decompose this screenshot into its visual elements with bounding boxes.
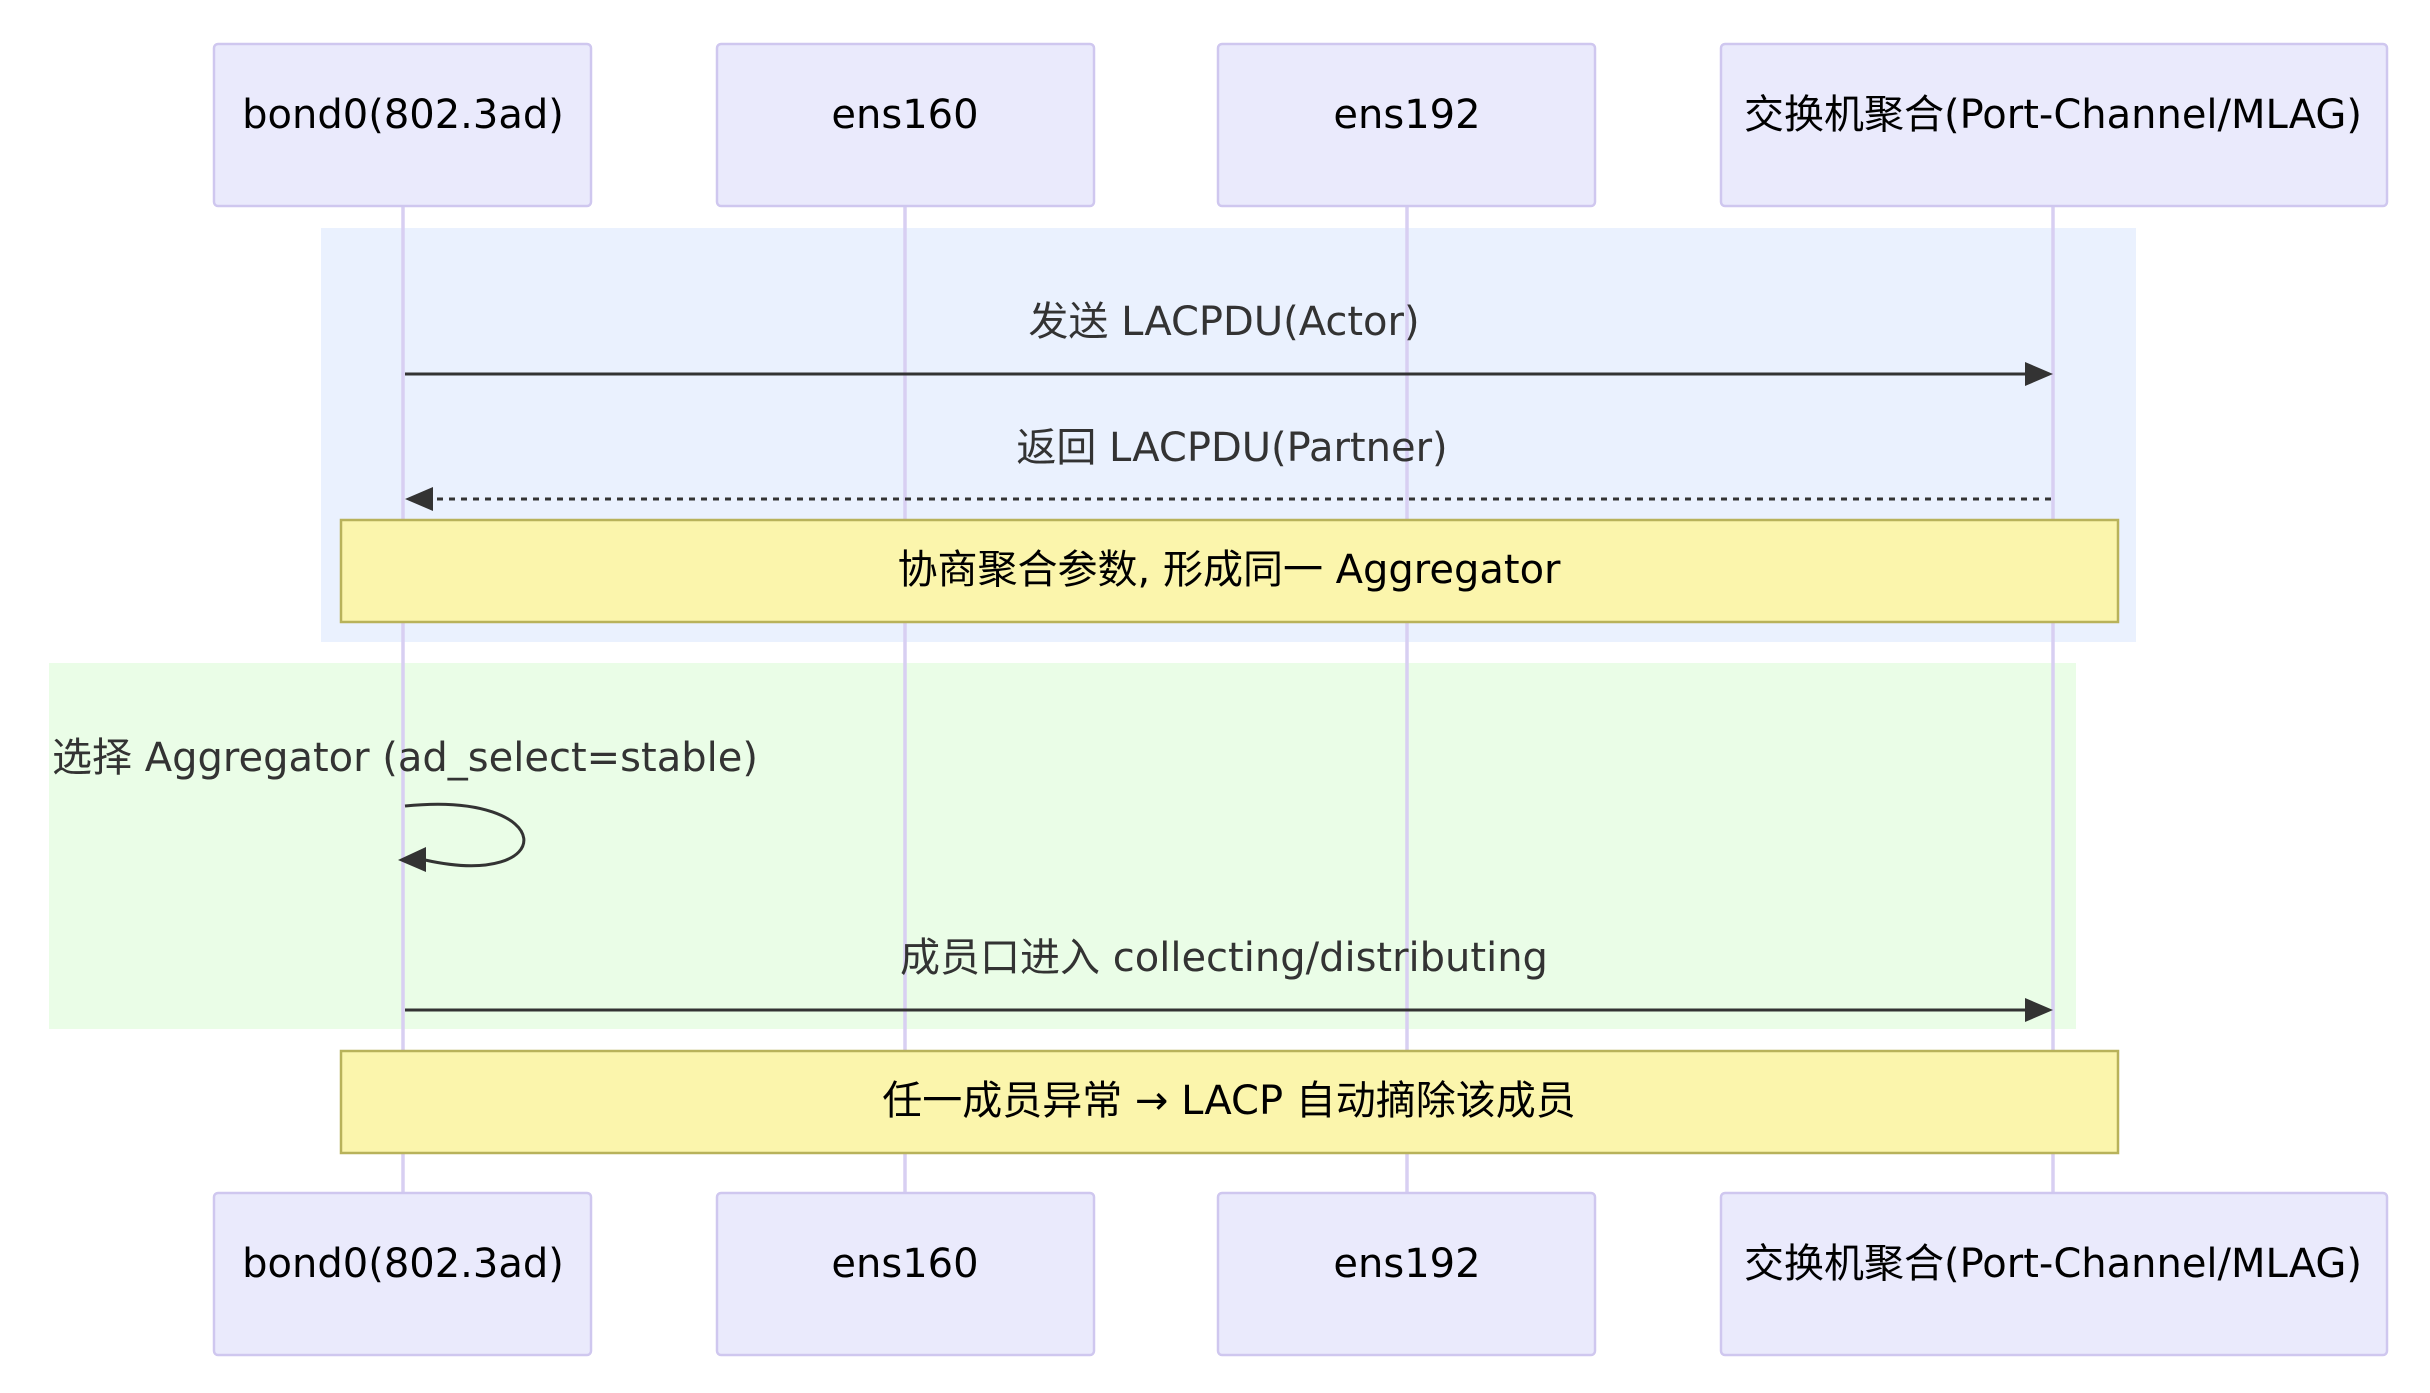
participant-label: ens160: [831, 92, 978, 138]
participant-label: ens192: [1333, 92, 1480, 138]
message-label: 返回 LACPDU(Partner): [1016, 425, 1447, 471]
message-label: 选择 Aggregator (ad_select=stable): [52, 735, 758, 781]
arrowhead: [398, 847, 426, 872]
note-negotiate-aggregator: 协商聚合参数, 形成同一 Aggregator: [339, 518, 2120, 624]
participant-bond0-bottom: bond0(802.3ad): [212, 1191, 593, 1357]
arrowhead: [2025, 998, 2053, 1022]
aggregator-selection-block: [49, 663, 2076, 1029]
participant-switch-aggregation-top: 交换机聚合(Port-Channel/MLAG): [1719, 42, 2389, 208]
participant-label: bond0(802.3ad): [242, 92, 564, 138]
note-label: 任一成员异常 → LACP 自动摘除该成员: [882, 1078, 1576, 1124]
participant-label: bond0(802.3ad): [242, 1241, 564, 1287]
participant-bond0-top: bond0(802.3ad): [212, 42, 593, 208]
self-call-arrow: [404, 802, 526, 868]
arrowhead: [405, 487, 433, 511]
participant-ens160-top: ens160: [715, 42, 1096, 208]
participant-label: 交换机聚合(Port-Channel/MLAG): [1744, 92, 2362, 138]
message-label: 发送 LACPDU(Actor): [1028, 299, 1419, 345]
participant-label: ens160: [831, 1241, 978, 1287]
note-member-failure: 任一成员异常 → LACP 自动摘除该成员: [339, 1049, 2120, 1155]
participant-ens192-bottom: ens192: [1216, 1191, 1597, 1357]
arrowhead: [2025, 362, 2053, 386]
participant-ens192-top: ens192: [1216, 42, 1597, 208]
participant-switch-aggregation-bottom: 交换机聚合(Port-Channel/MLAG): [1719, 1191, 2389, 1357]
message-label: 成员口进入 collecting/distributing: [900, 935, 1548, 981]
participant-label: ens192: [1333, 1241, 1480, 1287]
participant-label: 交换机聚合(Port-Channel/MLAG): [1744, 1241, 2362, 1287]
note-label: 协商聚合参数, 形成同一 Aggregator: [898, 547, 1562, 593]
participant-ens160-bottom: ens160: [715, 1191, 1096, 1357]
